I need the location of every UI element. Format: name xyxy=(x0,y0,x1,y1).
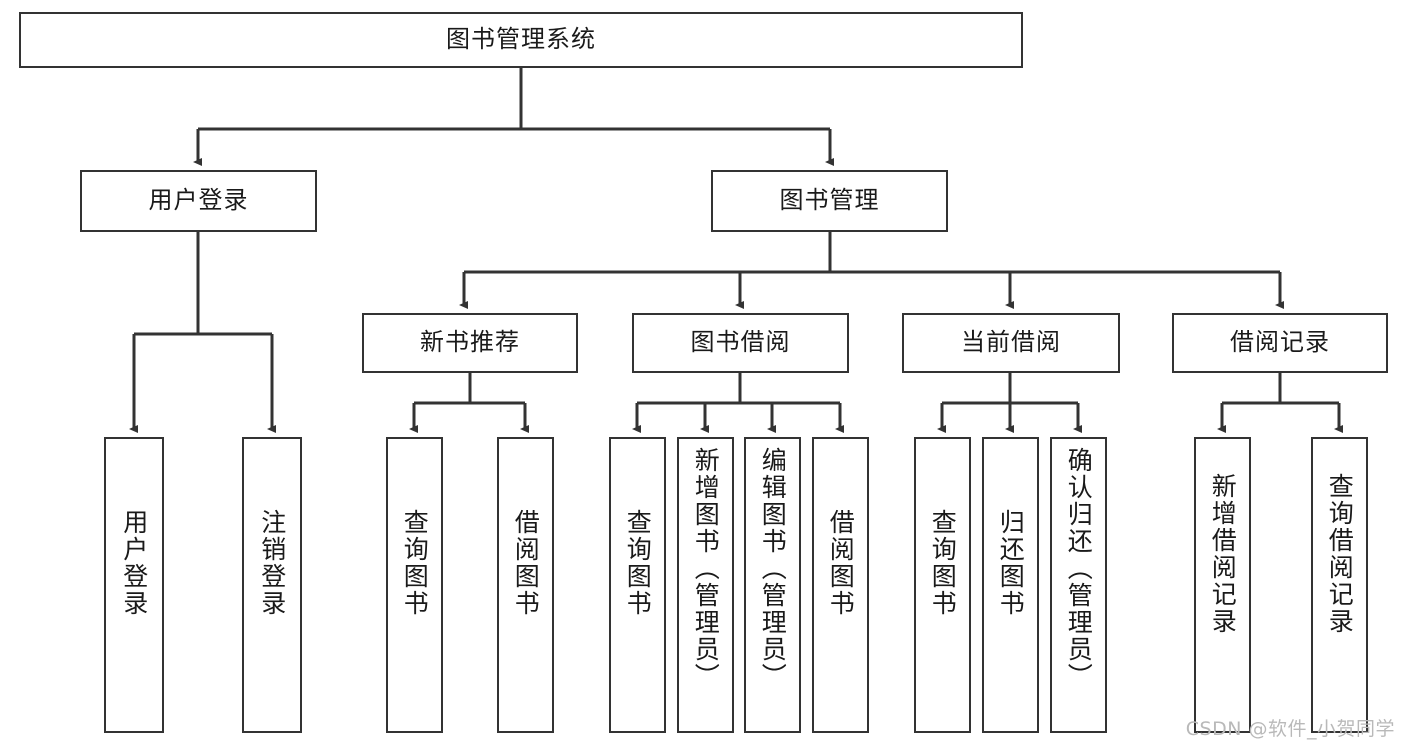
node-leaf-add-book[interactable]: 新增图书（管理员） xyxy=(677,437,734,733)
node-leaf-edit-book[interactable]: 编辑图书（管理员） xyxy=(744,437,801,733)
node-new-book-recommend[interactable]: 新书推荐 xyxy=(362,313,578,373)
node-leaf-borrow-book-1-label: 借阅图书 xyxy=(511,509,541,617)
node-leaf-logout-login[interactable]: 注销登录 xyxy=(242,437,302,733)
node-leaf-edit-book-label: 编辑图书（管理员） xyxy=(758,447,788,690)
node-leaf-borrow-book-2-label: 借阅图书 xyxy=(826,509,856,617)
node-book-manage[interactable]: 图书管理 xyxy=(711,170,948,232)
node-leaf-confirm-return[interactable]: 确认归还（管理员） xyxy=(1050,437,1107,733)
node-leaf-query-book-2-label: 查询图书 xyxy=(623,509,653,617)
node-current-borrow-label: 当前借阅 xyxy=(961,328,1061,357)
node-leaf-query-book-3[interactable]: 查询图书 xyxy=(914,437,971,733)
node-user-login[interactable]: 用户登录 xyxy=(80,170,317,232)
node-leaf-borrow-book-1[interactable]: 借阅图书 xyxy=(497,437,554,733)
node-borrow-record-label: 借阅记录 xyxy=(1230,328,1330,357)
node-user-login-label: 用户登录 xyxy=(148,186,249,215)
node-leaf-query-book-3-label: 查询图书 xyxy=(928,509,958,617)
node-leaf-add-book-label: 新增图书（管理员） xyxy=(691,447,721,690)
node-leaf-return-book[interactable]: 归还图书 xyxy=(982,437,1039,733)
node-leaf-user-login-label: 用户登录 xyxy=(119,509,149,617)
node-root-label: 图书管理系统 xyxy=(446,25,596,54)
node-leaf-user-login[interactable]: 用户登录 xyxy=(104,437,164,733)
node-book-manage-label: 图书管理 xyxy=(779,186,880,215)
node-leaf-query-record-label: 查询借阅记录 xyxy=(1325,473,1355,635)
node-leaf-return-book-label: 归还图书 xyxy=(996,509,1026,617)
node-borrow-record[interactable]: 借阅记录 xyxy=(1172,313,1388,373)
node-new-book-recommend-label: 新书推荐 xyxy=(420,328,520,357)
node-leaf-query-book-1[interactable]: 查询图书 xyxy=(386,437,443,733)
node-current-borrow[interactable]: 当前借阅 xyxy=(902,313,1120,373)
node-leaf-add-record[interactable]: 新增借阅记录 xyxy=(1194,437,1251,733)
node-leaf-logout-login-label: 注销登录 xyxy=(257,509,287,617)
node-leaf-add-record-label: 新增借阅记录 xyxy=(1208,473,1238,635)
node-root[interactable]: 图书管理系统 xyxy=(19,12,1023,68)
node-leaf-borrow-book-2[interactable]: 借阅图书 xyxy=(812,437,869,733)
node-book-borrow[interactable]: 图书借阅 xyxy=(632,313,849,373)
node-leaf-query-book-2[interactable]: 查询图书 xyxy=(609,437,666,733)
node-leaf-query-record[interactable]: 查询借阅记录 xyxy=(1311,437,1368,733)
node-leaf-query-book-1-label: 查询图书 xyxy=(400,509,430,617)
node-leaf-confirm-return-label: 确认归还（管理员） xyxy=(1064,447,1094,690)
node-book-borrow-label: 图书借阅 xyxy=(690,328,791,357)
